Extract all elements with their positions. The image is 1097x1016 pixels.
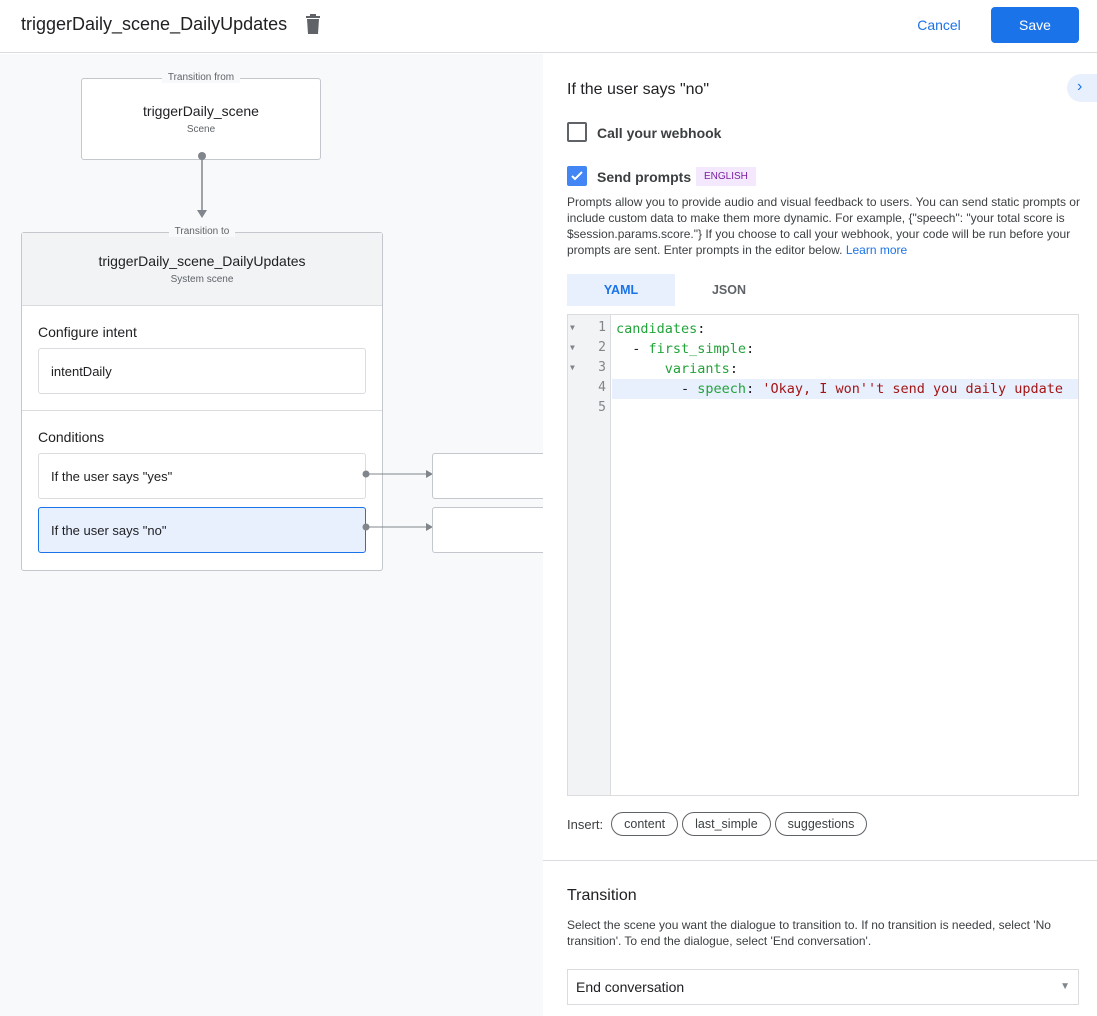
insert-chip-suggestions[interactable]: suggestions bbox=[774, 812, 868, 836]
divider bbox=[543, 860, 1097, 861]
from-scene-name: triggerDaily_scene bbox=[143, 103, 259, 119]
fold-icon[interactable]: ▼ bbox=[570, 343, 575, 352]
save-button[interactable]: Save bbox=[991, 7, 1079, 43]
dropdown-arrow-icon: ▼ bbox=[1060, 981, 1070, 992]
flow-canvas: Transition from triggerDaily_scene Scene… bbox=[0, 54, 543, 1016]
to-scene-name: triggerDaily_scene_DailyUpdates bbox=[98, 253, 306, 269]
language-badge: ENGLISH bbox=[696, 167, 756, 186]
tab-yaml[interactable]: YAML bbox=[567, 274, 675, 306]
delete-icon[interactable] bbox=[304, 14, 322, 34]
chevron-right-icon[interactable]: › bbox=[1067, 74, 1097, 102]
webhook-label: Call your webhook bbox=[597, 125, 722, 141]
top-bar: triggerDaily_scene_DailyUpdates Cancel S… bbox=[0, 0, 1097, 53]
transition-select[interactable]: End conversation ▼ bbox=[567, 969, 1079, 1005]
from-scene-type: Scene bbox=[186, 124, 216, 135]
condition-yes[interactable]: If the user says "yes" bbox=[38, 453, 366, 499]
transition-to-legend: Transition to bbox=[168, 226, 236, 237]
yes-target-node[interactable] bbox=[432, 453, 543, 499]
intent-field[interactable]: intentDaily bbox=[38, 348, 366, 394]
to-scene-type: System scene bbox=[170, 274, 234, 285]
active-line-highlight bbox=[612, 379, 1078, 399]
insert-label: Insert: bbox=[567, 816, 604, 832]
transition-description: Select the scene you want the dialogue t… bbox=[567, 918, 1051, 948]
send-prompts-checkbox[interactable] bbox=[567, 166, 587, 186]
condition-no[interactable]: If the user says "no" bbox=[38, 507, 366, 553]
no-target-node[interactable] bbox=[432, 507, 543, 553]
conditions-label: Conditions bbox=[38, 429, 105, 445]
fold-icon[interactable]: ▼ bbox=[570, 363, 575, 372]
code-line-3: variants: bbox=[664, 361, 738, 377]
send-prompts-label: Send prompts bbox=[597, 169, 692, 185]
transition-from-legend: Transition from bbox=[161, 72, 241, 83]
configure-intent-label: Configure intent bbox=[38, 324, 137, 340]
code-line-1: candidates: bbox=[616, 321, 706, 337]
panel-heading: If the user says "no" bbox=[567, 81, 710, 98]
insert-chip-last-simple[interactable]: last_simple bbox=[682, 812, 771, 836]
check-icon bbox=[571, 171, 583, 181]
condition-panel: › If the user says "no" Call your webhoo… bbox=[543, 54, 1097, 1016]
insert-row: Insert: content last_simple suggestions bbox=[567, 812, 871, 836]
transition-to-node: Transition to triggerDaily_scene_DailyUp… bbox=[21, 226, 383, 571]
transition-title: Transition bbox=[567, 887, 637, 904]
code-line-2: - first_simple: bbox=[616, 341, 755, 357]
transition-selected-value: End conversation bbox=[576, 979, 685, 995]
fold-icon[interactable]: ▼ bbox=[570, 323, 575, 332]
connector-arrow bbox=[197, 152, 207, 218]
scene-title: triggerDaily_scene_DailyUpdates bbox=[21, 14, 288, 34]
tab-json[interactable]: JSON bbox=[711, 283, 747, 297]
code-editor[interactable]: ▼1 ▼2 ▼3 4 5 candidates: - first_simple:… bbox=[567, 314, 1079, 796]
code-line-4: - speech: 'Okay, I won''t send you daily… bbox=[616, 381, 1064, 397]
cancel-button[interactable]: Cancel bbox=[905, 8, 973, 42]
insert-chip-content[interactable]: content bbox=[611, 812, 679, 836]
prompts-description: Prompts allow you to provide audio and v… bbox=[567, 195, 1080, 257]
editor-gutter: ▼1 ▼2 ▼3 4 5 bbox=[568, 315, 611, 795]
transition-from-node[interactable]: Transition from triggerDaily_scene Scene bbox=[81, 72, 321, 160]
webhook-checkbox[interactable] bbox=[567, 122, 587, 142]
condition-connectors bbox=[362, 470, 433, 531]
learn-more-link[interactable]: Learn more bbox=[845, 243, 908, 257]
